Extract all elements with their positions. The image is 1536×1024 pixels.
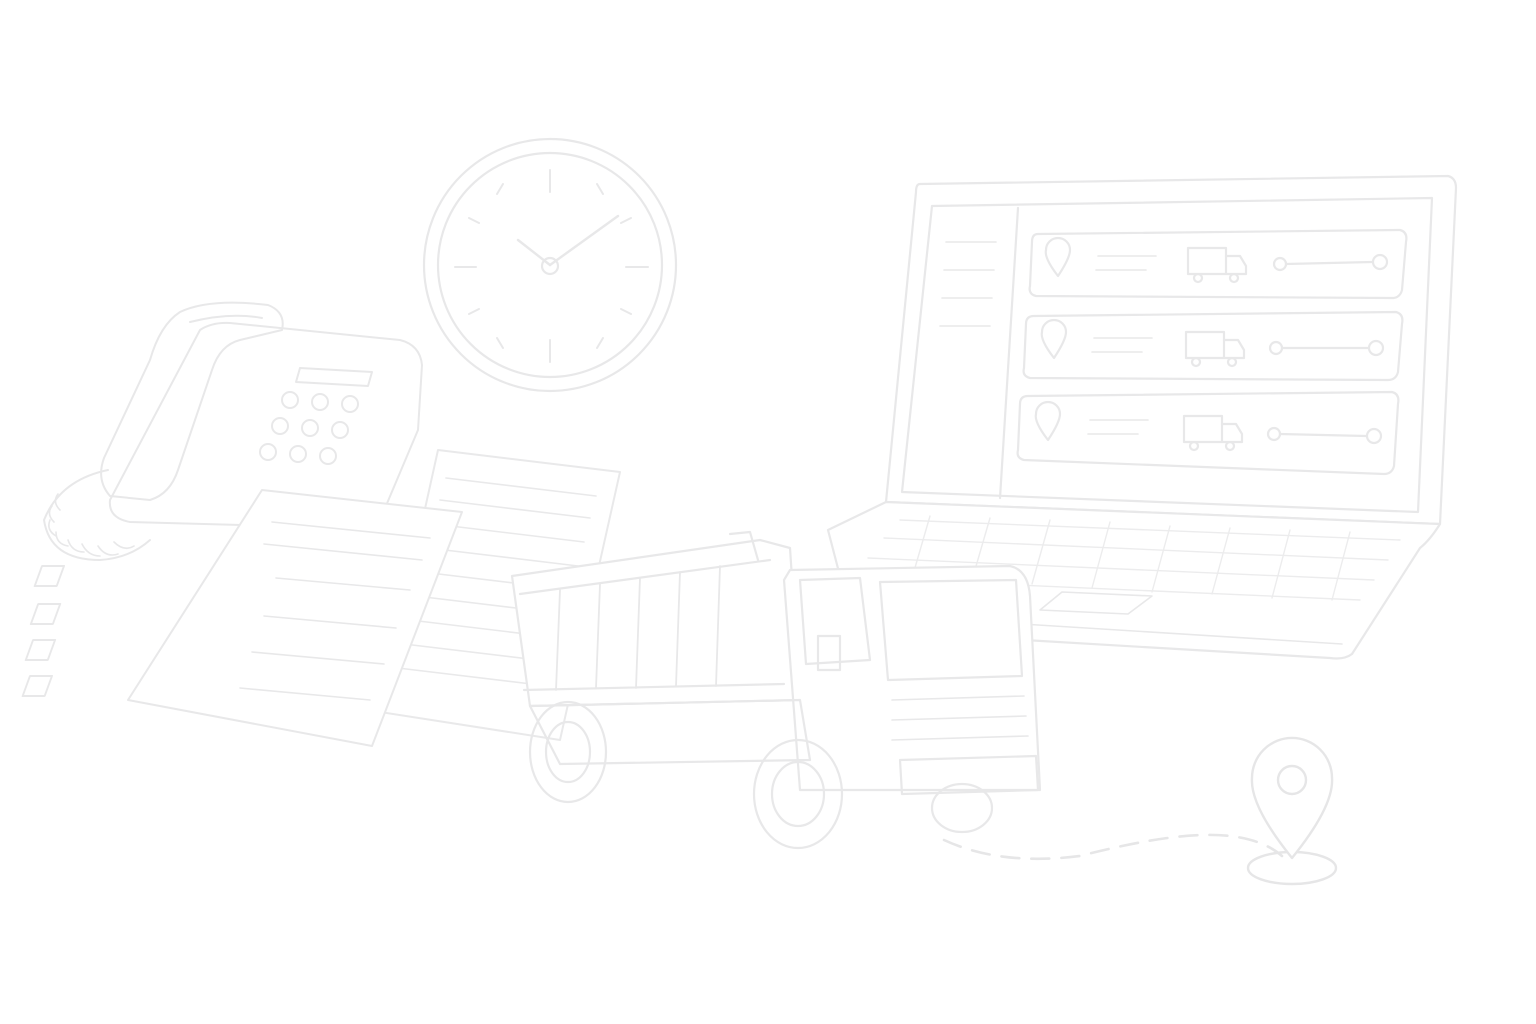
truck-wheel-icon [528, 700, 608, 804]
truck-icon [1184, 330, 1246, 368]
truck-icon [1182, 414, 1244, 452]
truck-wheel-icon [930, 782, 994, 834]
progress-track-icon [1266, 426, 1383, 445]
location-pin-icon [1040, 318, 1068, 360]
dashed-route-icon [942, 833, 1284, 861]
laptop-screen-row [1022, 310, 1404, 382]
truck-icon [1186, 246, 1248, 284]
checklist-paper-icon [21, 489, 463, 747]
progress-track-icon [1272, 253, 1389, 272]
dump-truck-icon [510, 530, 1042, 850]
location-pin-icon [1044, 236, 1072, 278]
location-pin-icon [1246, 736, 1338, 886]
truck-wheel-icon [752, 738, 844, 850]
laptop-screen-row [1028, 228, 1408, 300]
progress-track-icon [1268, 339, 1385, 357]
desk-phone-icon [43, 301, 423, 561]
wall-clock-icon [422, 137, 678, 393]
laptop-screen-row [1016, 390, 1400, 476]
location-pin-icon [1034, 400, 1062, 442]
